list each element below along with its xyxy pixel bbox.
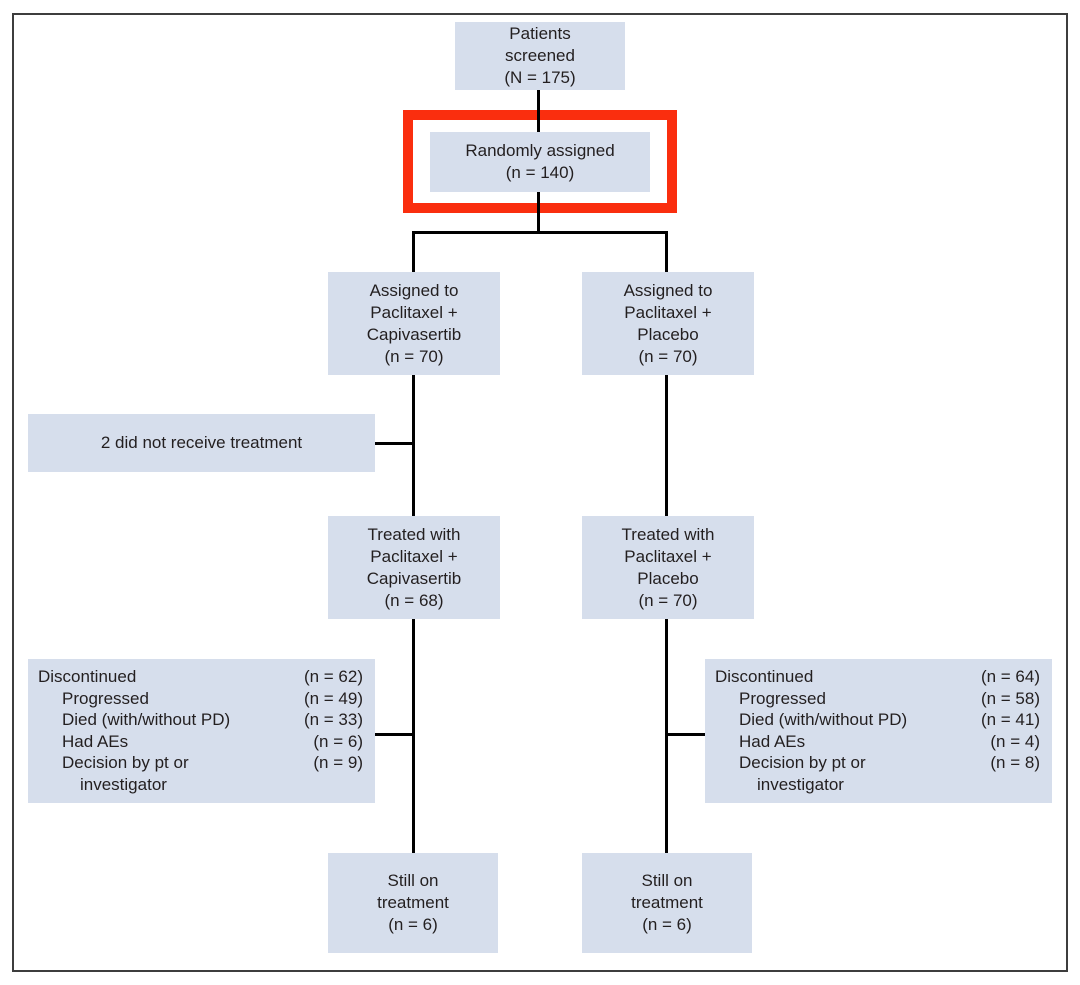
still-on-treatment-line: treatment [631,893,703,912]
treated-capivasertib-line: Treated with [367,524,461,544]
assigned-placebo-line: Paclitaxel + [624,302,712,322]
discontinued-count: (n = 64) [980,667,1040,686]
assigned-capivasertib-line: Paclitaxel + [370,302,458,322]
treated-capivasertib-count: (n = 68) [384,590,444,610]
still-on-treatment-line: Still on [641,871,693,890]
connector-discontinued-right [665,733,708,736]
assigned-capivasertib-count: (n = 70) [384,346,444,366]
discontinued-count: (n = 49) [303,688,363,708]
assigned-placebo-box: Assigned to Paclitaxel + Placebo (n = 70… [582,272,754,375]
discontinued-label: Had AEs [739,731,806,751]
treated-placebo-line: Placebo [637,568,699,588]
not-treated-box: 2 did not receive treatment [28,414,375,472]
discontinued-row: Had AEs (n = 4) [715,731,1040,753]
treated-placebo-count: (n = 70) [638,590,698,610]
discontinued-row: Decision by pt or (n = 8) [715,752,1040,774]
connector-assigned-to-treated-right [665,373,668,518]
connector-branch-right-down [665,231,668,274]
assigned-placebo-count: (n = 70) [638,346,698,366]
connector-treated-to-still-right [665,617,668,855]
screened-line: Patients [509,24,571,43]
connector-not-treated [374,442,415,445]
screened-box: Patients screened (N = 175) [455,22,625,90]
connector-branch-horizontal [412,231,668,234]
screened-line: screened [505,46,575,65]
assigned-capivasertib-line: Capivasertib [366,324,462,344]
discontinued-placebo-box: Discontinued (n = 64) Progressed (n = 58… [705,659,1052,803]
discontinued-label: Discontinued [38,667,137,686]
discontinued-count: (n = 33) [303,710,363,729]
discontinued-count: (n = 9) [313,753,363,772]
connector-screened-to-randomized [537,86,540,133]
discontinued-label: Had AEs [62,731,129,751]
connector-discontinued-left [374,733,415,736]
treated-capivasertib-line: Paclitaxel + [370,546,458,566]
randomized-box: Randomly assigned (n = 140) [430,132,650,192]
discontinued-row: investigator [715,774,1040,796]
not-treated-text: 2 did not receive treatment [100,433,303,452]
connector-randomized-to-branch [537,190,540,233]
discontinued-label: Progressed [62,688,149,708]
discontinued-row: investigator [38,774,363,796]
assigned-capivasertib-line: Assigned to [369,280,459,300]
discontinued-label: investigator [80,774,167,794]
treated-capivasertib-box: Treated with Paclitaxel + Capivasertib (… [328,516,500,619]
discontinued-label: Decision by pt or [739,753,866,772]
screened-count: (N = 175) [504,68,576,87]
discontinued-row: Decision by pt or (n = 9) [38,752,363,774]
treated-placebo-line: Paclitaxel + [624,546,712,566]
discontinued-label: Discontinued [715,667,814,686]
discontinued-row: Discontinued (n = 64) [715,666,1040,688]
discontinued-capivasertib-box: Discontinued (n = 62) Progressed (n = 49… [28,659,375,803]
randomized-line: Randomly assigned [465,141,615,160]
discontinued-label: investigator [757,774,844,794]
discontinued-label: Died (with/without PD) [62,710,231,729]
discontinued-row: Had AEs (n = 6) [38,731,363,753]
still-on-treatment-capivasertib-box: Still on treatment (n = 6) [328,853,498,953]
still-on-treatment-line: treatment [377,893,449,912]
still-on-treatment-placebo-box: Still on treatment (n = 6) [582,853,752,953]
randomized-count: (n = 140) [505,163,575,182]
discontinued-row: Progressed (n = 58) [715,688,1040,710]
discontinued-count: (n = 8) [990,753,1040,772]
highlight-box-randomly-assigned [403,110,677,213]
treated-placebo-line: Treated with [621,524,715,544]
connector-treated-to-still-left [412,617,415,855]
discontinued-label: Progressed [739,688,826,708]
discontinued-count: (n = 58) [980,688,1040,708]
discontinued-row: Died (with/without PD) (n = 41) [715,709,1040,731]
still-on-treatment-line: Still on [387,871,439,890]
discontinued-row: Died (with/without PD) (n = 33) [38,709,363,731]
discontinued-row: Progressed (n = 49) [38,688,363,710]
assigned-capivasertib-box: Assigned to Paclitaxel + Capivasertib (n… [328,272,500,375]
discontinued-label: Died (with/without PD) [739,710,908,729]
discontinued-count: (n = 4) [990,731,1040,751]
discontinued-count: (n = 6) [313,731,363,751]
assigned-placebo-line: Assigned to [623,280,713,300]
still-on-treatment-count: (n = 6) [388,915,438,934]
still-on-treatment-count: (n = 6) [642,915,692,934]
discontinued-count: (n = 41) [980,710,1040,729]
discontinued-count: (n = 62) [303,667,363,686]
assigned-placebo-line: Placebo [637,324,699,344]
connector-assigned-to-treated-left [412,373,415,518]
treated-capivasertib-line: Capivasertib [366,568,462,588]
discontinued-label: Decision by pt or [62,753,189,772]
discontinued-row: Discontinued (n = 62) [38,666,363,688]
treated-placebo-box: Treated with Paclitaxel + Placebo (n = 7… [582,516,754,619]
connector-branch-left-down [412,231,415,274]
